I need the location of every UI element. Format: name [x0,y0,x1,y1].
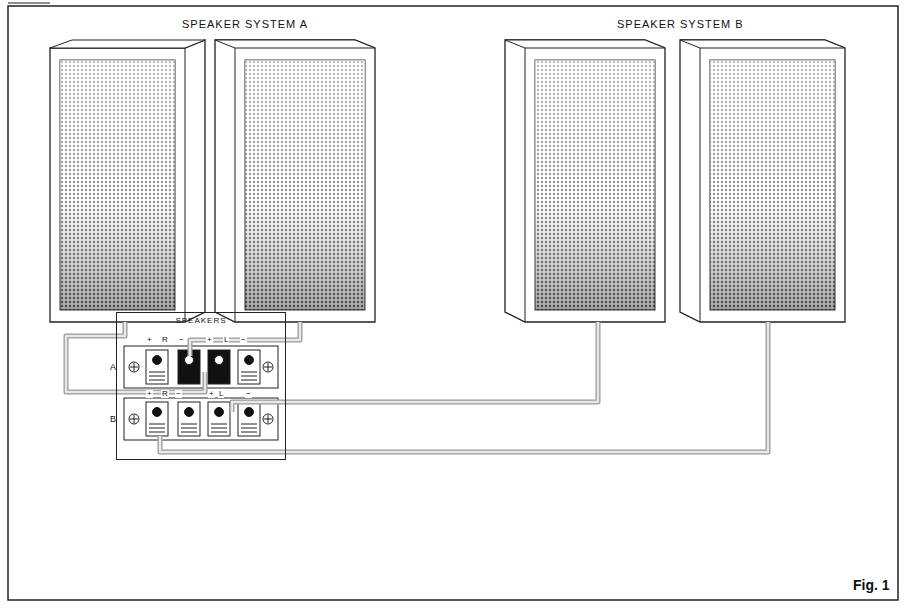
polarity-mark: + [206,336,213,344]
row-letter: A [110,363,116,372]
panel-heading: SPEAKERS [117,316,285,325]
channel-letter: L [218,390,224,398]
terminal-panel: SPEAKERS [116,312,286,460]
speaker-wires [66,322,768,452]
figure-caption: Fig. 1 [853,578,890,592]
speaker-cabinet [215,40,375,322]
row-letter: B [110,415,116,424]
polarity-mark: − [175,390,182,398]
polarity-mark: + [146,390,153,398]
speaker-cabinet [680,40,845,322]
system-label: SPEAKER SYSTEM B [617,19,744,30]
channel-letter: L [223,336,229,344]
channel-letter: R [161,390,169,398]
system-label: SPEAKER SYSTEM A [182,19,308,30]
polarity-mark: + [146,336,153,344]
polarity-mark: − [240,336,247,344]
speaker-cabinet [505,40,665,322]
speaker-cabinet [50,40,205,322]
channel-letter: R [161,336,169,344]
polarity-mark: − [245,390,252,398]
polarity-mark: − [178,336,185,344]
polarity-mark: + [208,390,215,398]
